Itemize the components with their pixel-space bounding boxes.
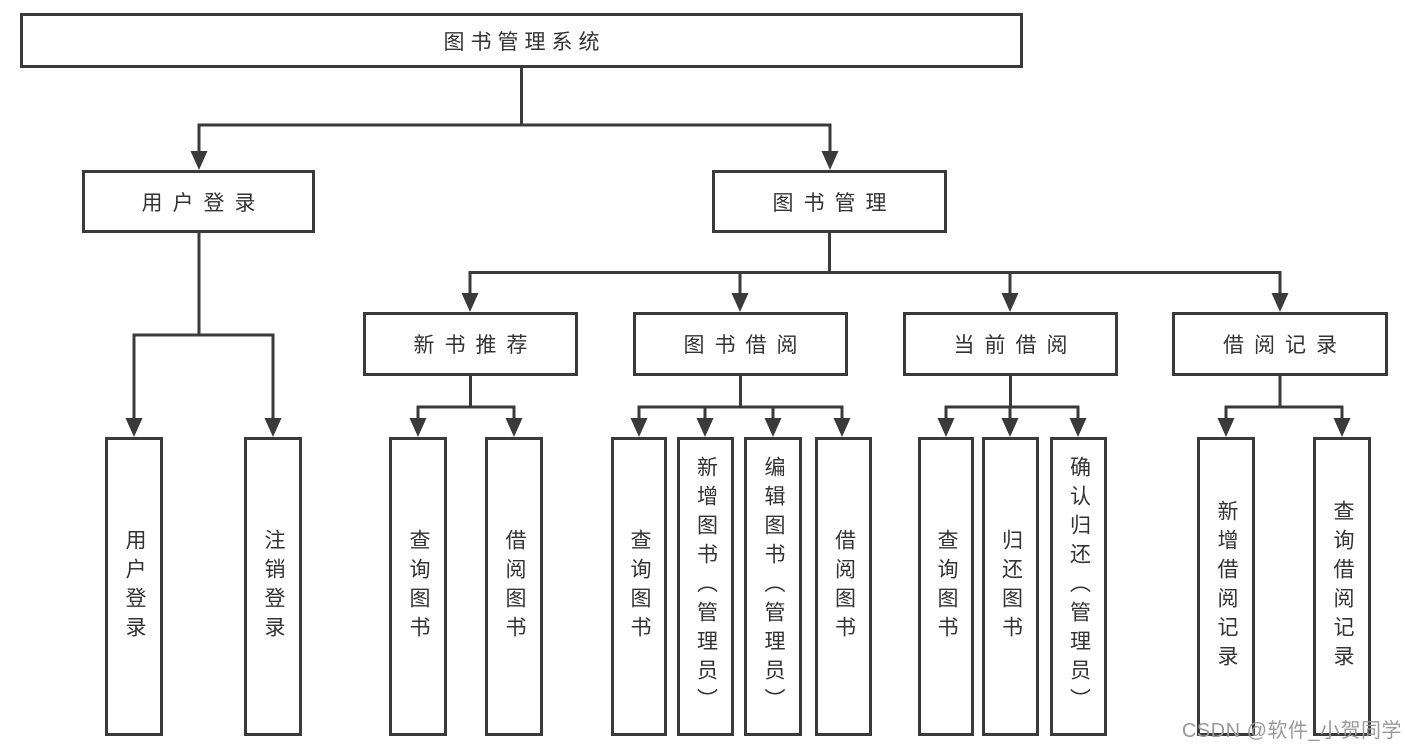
leaf-bb-add-book: 新增图书（管理员） [677, 437, 734, 736]
node-book-management: 图书管理 [712, 170, 947, 233]
leaf-br-add-record: 新增借阅记录 [1197, 437, 1255, 736]
leaf-nb-query-book: 查询图书 [389, 437, 447, 736]
node-root: 图书管理系统 [20, 13, 1023, 68]
leaf-cb-confirm-return: 确认归还（管理员） [1050, 437, 1107, 736]
leaf-cb-query-book: 查询图书 [918, 437, 974, 736]
leaf-user-login: 用户登录 [105, 437, 163, 736]
watermark: CSDN @软件_小贺同学 [1181, 720, 1402, 742]
leaf-bb-edit-book: 编辑图书（管理员） [744, 437, 802, 736]
leaf-nb-borrow-book: 借阅图书 [485, 437, 543, 736]
node-user-login: 用户登录 [82, 170, 315, 233]
node-current-borrow: 当前借阅 [903, 312, 1118, 376]
leaf-logout: 注销登录 [244, 437, 302, 736]
node-book-borrow: 图书借阅 [633, 312, 848, 376]
node-new-book-recommend: 新书推荐 [363, 312, 578, 376]
leaf-br-query-record: 查询借阅记录 [1313, 437, 1371, 736]
leaf-cb-return-book: 归还图书 [982, 437, 1039, 736]
node-borrow-records: 借阅记录 [1172, 312, 1388, 376]
leaf-bb-borrow-book: 借阅图书 [815, 437, 872, 736]
arrowheads [125, 151, 1351, 437]
leaf-bb-query-book: 查询图书 [611, 437, 667, 736]
